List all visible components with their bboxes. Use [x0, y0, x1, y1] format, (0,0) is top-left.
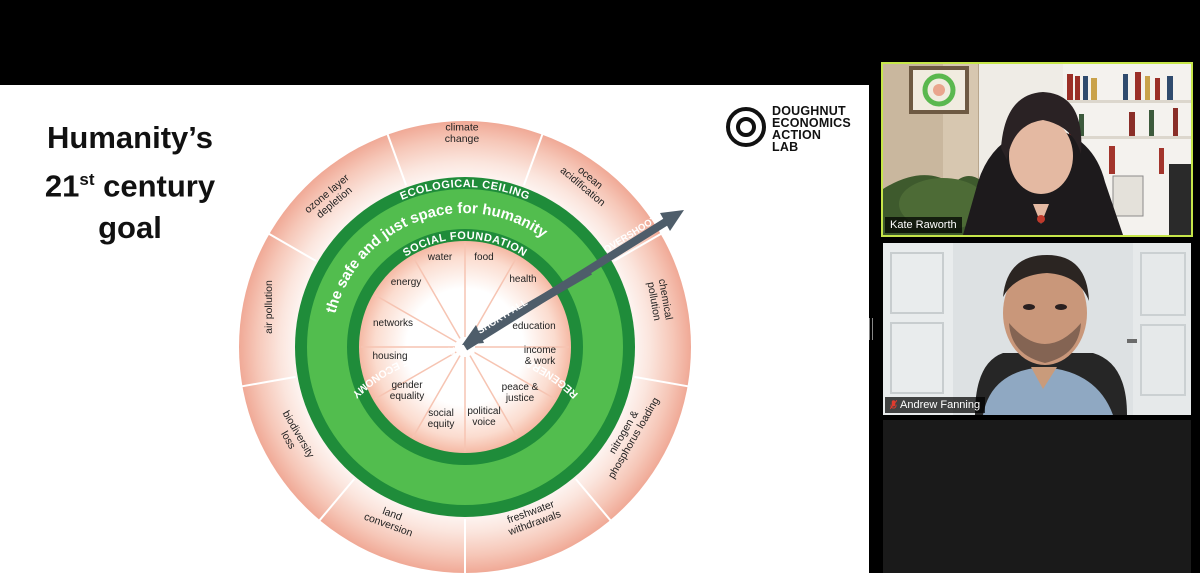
- social-label-water: water: [427, 252, 453, 263]
- social-label-networks: networks: [373, 318, 413, 329]
- social-dividers: [361, 243, 569, 451]
- social-sector-divider: [469, 355, 518, 438]
- social-label-food: food: [474, 252, 493, 263]
- participant-name: Kate Raworth: [890, 219, 957, 231]
- eco-label-air-pollution: air pollution: [263, 280, 275, 334]
- social-label-energy: energy: [391, 277, 422, 288]
- muted-microphone-icon: [890, 400, 897, 410]
- sector-divider: [265, 231, 317, 262]
- social-label-income-work: income& work: [524, 345, 557, 367]
- social-sector-divider: [473, 351, 556, 400]
- logo-text: DOUGHNUT ECONOMICS ACTION LAB: [772, 104, 851, 154]
- social-sector-divider: [412, 355, 461, 438]
- participant-video-feed: [883, 243, 1191, 415]
- social-sector-divider: [412, 256, 461, 339]
- social-sector-divider: [374, 294, 457, 343]
- participant-name-tag: Kate Raworth: [885, 217, 962, 233]
- participant-name-tag: Andrew Fanning: [885, 397, 986, 413]
- participant-video-feed: [883, 64, 1191, 235]
- social-label-housing: housing: [372, 351, 407, 362]
- boundary-dividers: [238, 130, 692, 573]
- social-label-peace-justice: peace &justice: [502, 382, 539, 404]
- logo-rings-icon: [726, 107, 766, 147]
- sector-divider: [385, 130, 408, 186]
- doughnut-diagram: ECOLOGICAL CEILING the safe and just spa…: [238, 121, 692, 573]
- participant-name: Andrew Fanning: [900, 399, 981, 411]
- social-sector-divider: [374, 351, 457, 400]
- title-line-2: 21st century: [44, 168, 216, 204]
- social-label-education: education: [512, 321, 555, 332]
- social-foundation-labels: water food health education income& work peac…: [372, 252, 556, 430]
- social-sector-divider: [469, 256, 518, 339]
- gallery-empty-area: [883, 420, 1191, 573]
- doughnut-economics-logo: DOUGHNUT ECONOMICS ACTION LAB: [724, 103, 864, 155]
- title-line-3: goal: [98, 210, 162, 246]
- slide-title: Humanity’s 21st century goal: [30, 117, 230, 249]
- video-tile-kate-raworth[interactable]: Kate Raworth: [881, 62, 1193, 237]
- sector-divider: [522, 130, 545, 186]
- sector-divider: [634, 375, 692, 388]
- social-label-health: health: [509, 274, 536, 285]
- sector-divider: [238, 375, 296, 388]
- sector-divider: [613, 231, 665, 262]
- sector-divider: [316, 478, 356, 524]
- sector-divider: [574, 478, 614, 524]
- shared-slide: Humanity’s 21st century goal DOUGHNUT EC…: [0, 85, 869, 573]
- video-tile-andrew-fanning[interactable]: Andrew Fanning: [883, 243, 1191, 415]
- panel-resize-handle[interactable]: [869, 318, 873, 340]
- title-line-1: Humanity’s: [47, 120, 213, 155]
